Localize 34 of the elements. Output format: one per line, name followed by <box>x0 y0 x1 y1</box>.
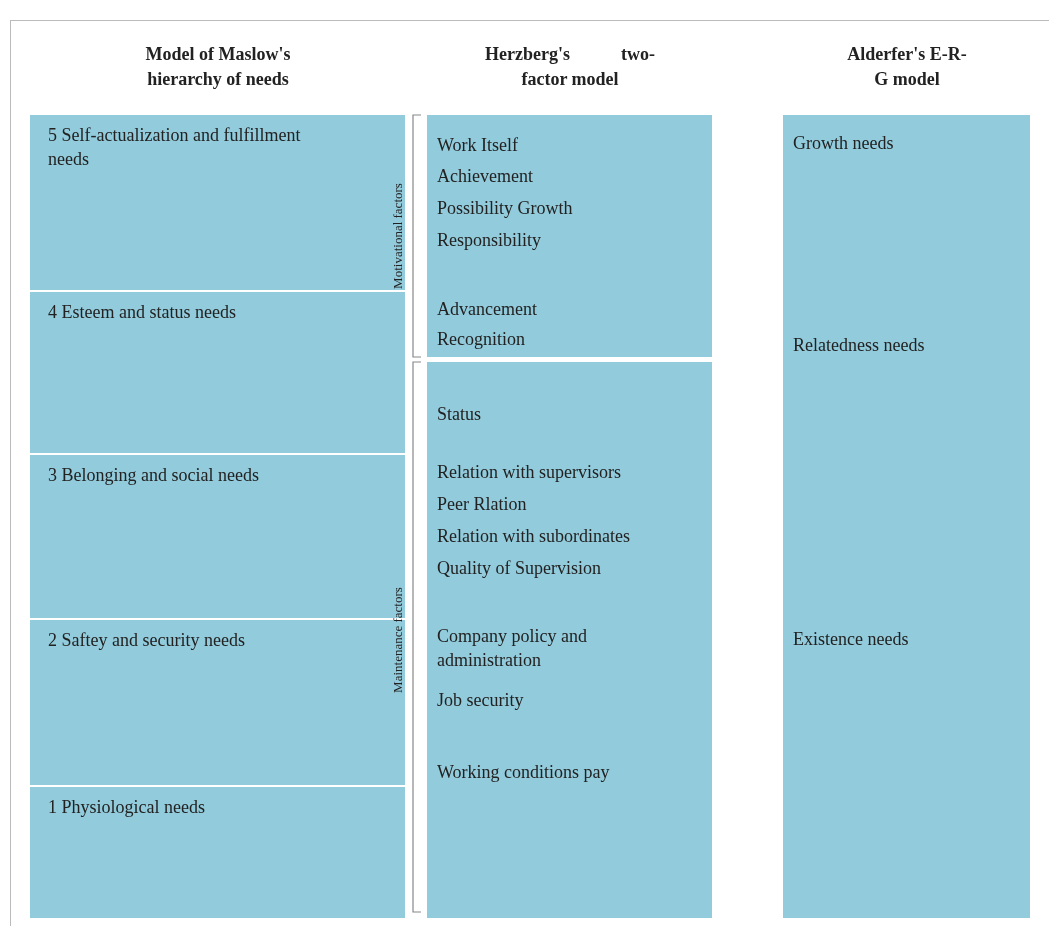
factor-label: Quality of Supervision <box>437 557 602 580</box>
table-cell <box>783 115 1030 918</box>
need-label: 5 Self-actualization and fulfillment needs <box>48 124 302 172</box>
factor-label: Relation with subordinates <box>437 525 631 548</box>
factor-label: Working conditions pay <box>437 761 611 784</box>
need-label: 4 Esteem and status needs <box>48 301 237 324</box>
column-heading: Herzberg's two- factor model <box>485 43 655 92</box>
need-label: 1 Physiological needs <box>48 796 206 819</box>
need-label: Growth needs <box>793 132 895 155</box>
factor-label: Achievement <box>437 165 534 188</box>
factor-label: Company policy and administration <box>437 625 588 673</box>
table-cell <box>30 787 405 918</box>
factor-label: Job security <box>437 689 525 712</box>
table-cell <box>427 362 712 918</box>
table-cell <box>427 115 712 357</box>
factor-label: Peer Rlation <box>437 493 528 516</box>
factor-label: Responsibility <box>437 229 542 252</box>
table-cell <box>30 620 405 785</box>
need-label: 2 Saftey and security needs <box>48 629 246 652</box>
need-label: Existence needs <box>793 628 910 651</box>
column-heading: Alderfer's E-R-G model <box>847 43 967 92</box>
need-label: Relatedness needs <box>793 334 926 357</box>
factor-label: Relation with supervisors <box>437 461 622 484</box>
column-heading: Model of Maslow's hierarchy of needs <box>144 43 292 92</box>
bracket-label: Motivational factors <box>389 182 406 291</box>
factor-label: Status <box>437 403 482 426</box>
need-label: 3 Belonging and social needs <box>48 464 260 487</box>
factor-label: Advancement <box>437 298 538 321</box>
factor-label: Recognition <box>437 328 526 351</box>
factor-label: Work Itself <box>437 134 520 157</box>
table-cell <box>30 292 405 453</box>
bracket-label: Maintenance factors <box>389 586 406 695</box>
table-cell <box>30 115 405 290</box>
factor-label: Possibility Growth <box>437 197 574 220</box>
